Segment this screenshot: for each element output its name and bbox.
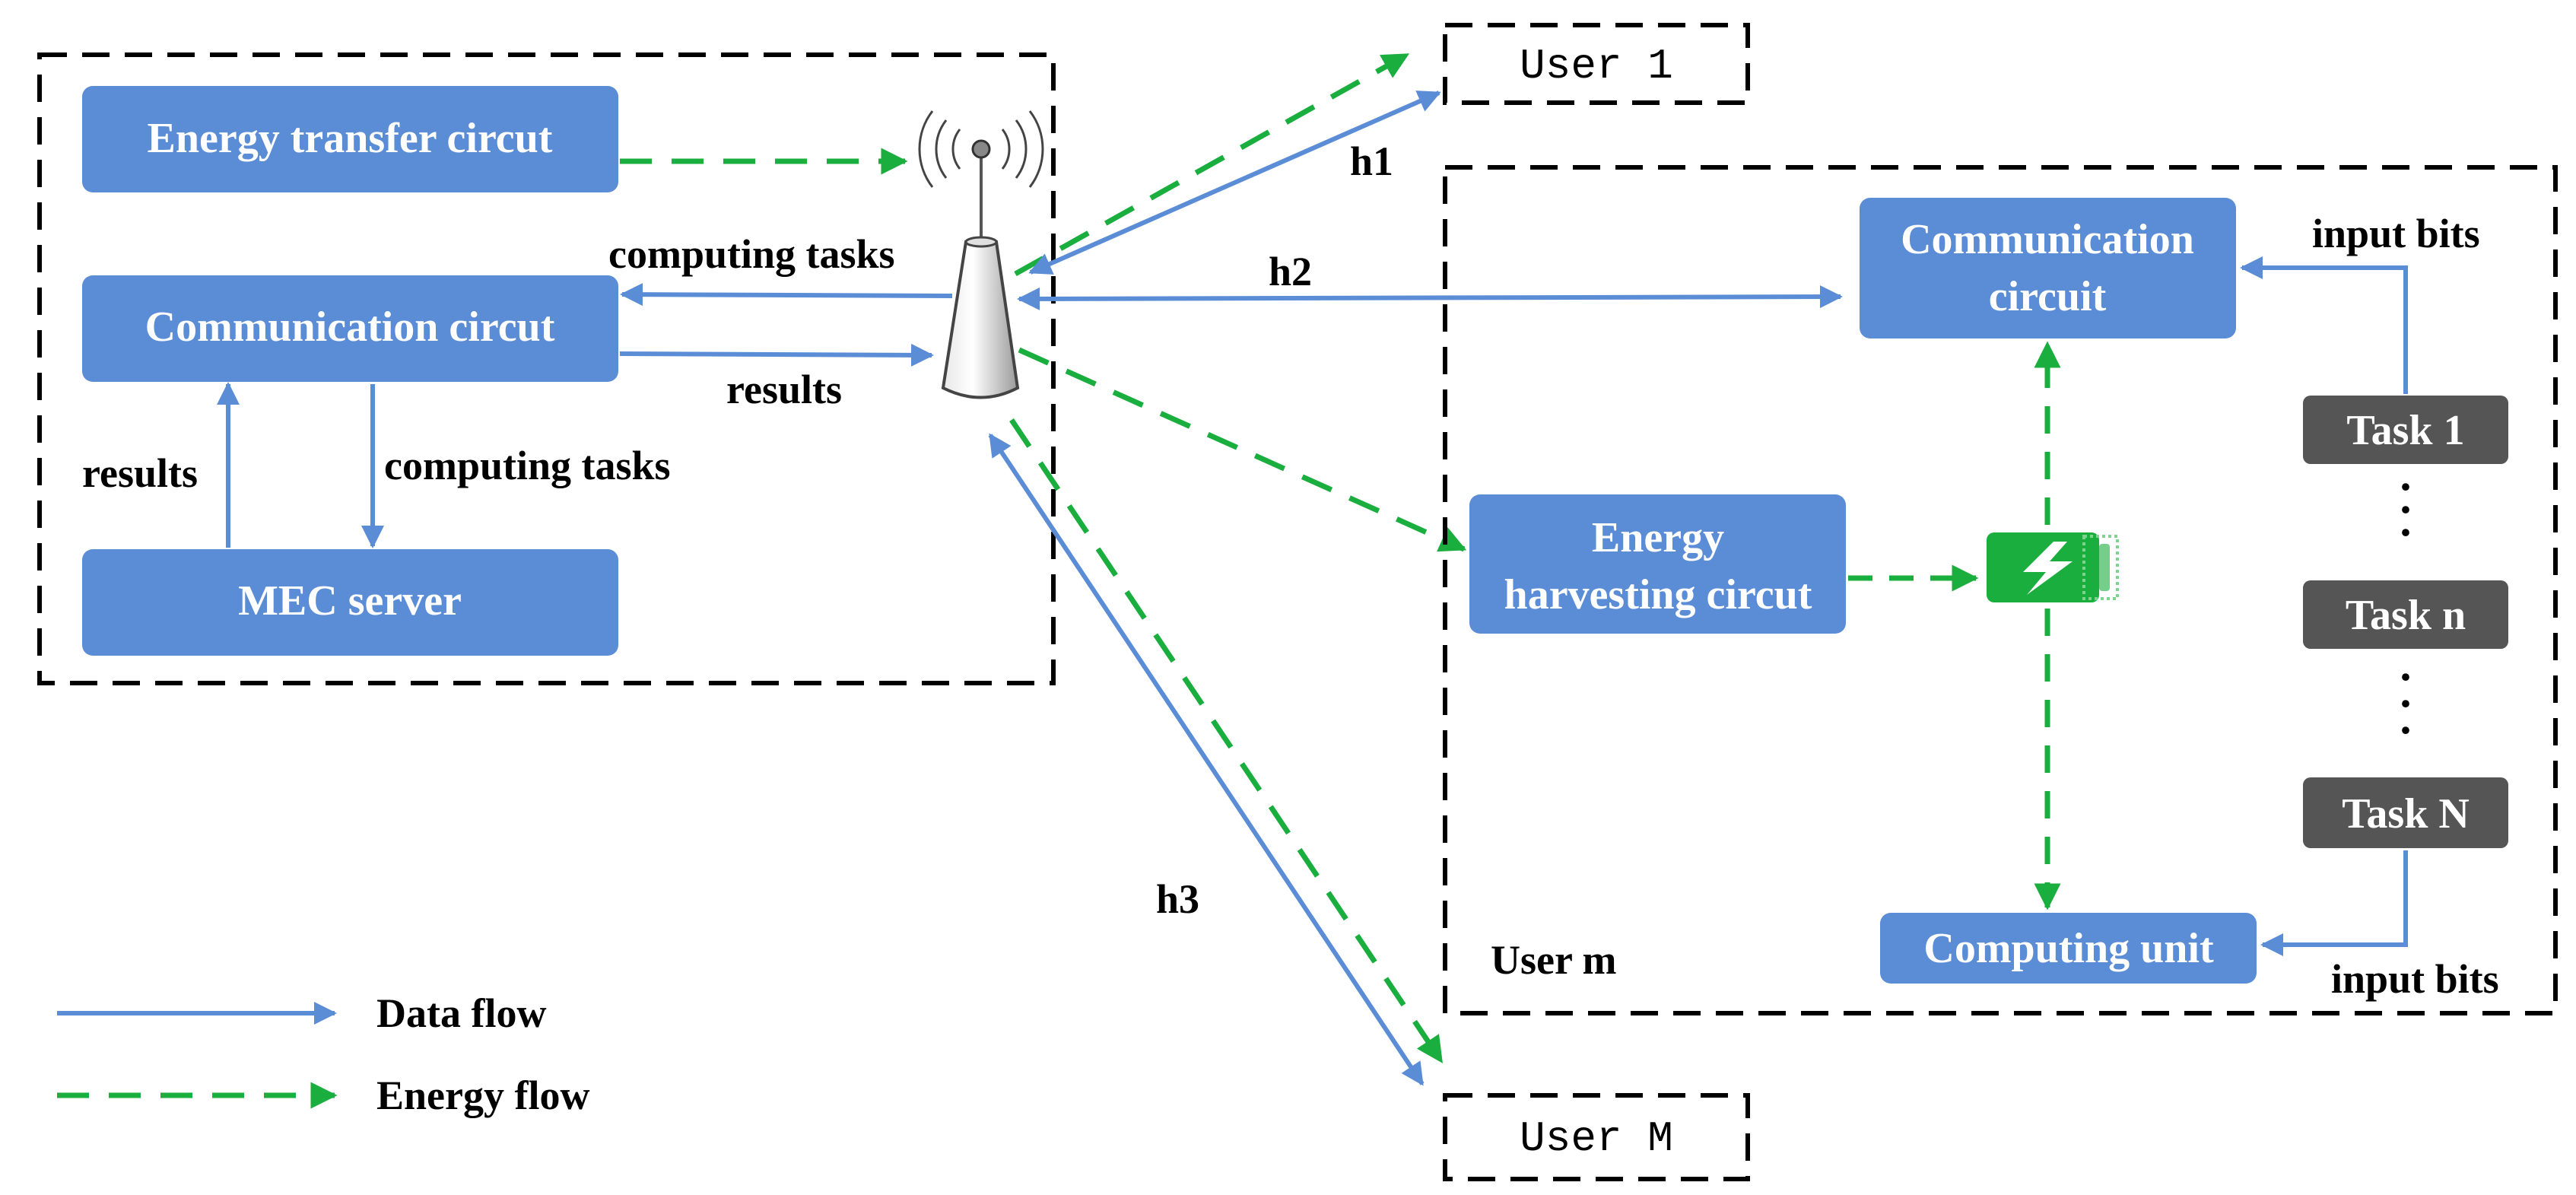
results-out-arrow [619,343,934,367]
h3-data-link [988,433,1425,1086]
svg-text:·: · [2398,652,2413,702]
task-1-box: Task 1 [2303,396,2508,464]
computing-tasks-label-top: computing tasks [608,231,895,277]
energy-harvesting-circuit-box: Energy harvesting circut [1469,494,1846,634]
h3-energy-link [1009,418,1444,1063]
h1-energy-link [1014,52,1410,277]
input-bits-top-label: input bits [2312,211,2480,256]
results-label-left: results [82,450,198,496]
energy-to-harvesting-link [1018,347,1467,552]
task-N-label: Task N [2342,790,2470,837]
user-1-box: User 1 [1443,23,1750,105]
h1-label: h1 [1350,138,1393,184]
svg-text:·: · [2398,679,2413,729]
user-communication-circuit-box: Communication circuit [1860,198,2236,338]
input-bits-bottom-label: input bits [2331,956,2499,1002]
results-label-right: results [726,367,842,412]
battery-charging-icon [1987,532,2119,602]
h2-label: h2 [1269,249,1312,294]
user-communication-line1: Communication [1901,216,2194,263]
svg-text:·: · [2398,485,2413,535]
task-N-box: Task N [2303,777,2508,848]
ellipsis-lower: · · · [2398,652,2413,755]
energy-transfer-circuit-box: Energy transfer circut [82,86,618,192]
user-m-boundary [1443,165,2558,1015]
mec-server-box: MEC server [82,549,618,656]
svg-text:·: · [2398,462,2413,512]
h3-label: h3 [1156,876,1199,922]
input-bits-top-arrow [2240,256,2408,394]
legend: Data flow Energy flow [57,990,589,1118]
computing-unit-label: Computing unit [1923,925,2214,972]
ellipsis-upper: · · · [2398,462,2413,558]
computing-tasks-in-arrow [620,283,953,307]
base-station-boundary [37,52,1056,685]
legend-data-flow-label: Data flow [376,990,546,1036]
energy-transfer-circuit-label: Energy transfer circut [148,115,553,162]
energy-harvesting-line2: harvesting circut [1504,571,1812,618]
user-M-label: User M [1520,1114,1673,1163]
task-n-label: Task n [2346,592,2466,639]
computing-tasks-label-bottom: computing tasks [384,443,671,488]
user-M-box: User M [1443,1093,1750,1181]
input-bits-bottom-arrow [2260,850,2408,956]
task-1-label: Task 1 [2346,407,2464,454]
bs-communication-circuit-label: Communication circut [145,304,555,351]
task-n-box: Task n [2303,580,2508,649]
energy-harvesting-line1: Energy [1592,514,1724,561]
svg-text:·: · [2398,507,2413,558]
h2-data-link [1017,285,1843,310]
svg-text:·: · [2398,705,2413,755]
user-communication-line2: circuit [1989,273,2107,320]
legend-energy-flow-label: Energy flow [376,1073,589,1118]
user-1-label: User 1 [1520,42,1673,91]
h1-data-link [1028,91,1441,275]
bs-communication-circuit-box: Communication circut [82,275,618,382]
computing-unit-box: Computing unit [1880,913,2257,984]
user-m-label: User m [1491,937,1616,983]
mec-server-label: MEC server [238,577,462,625]
